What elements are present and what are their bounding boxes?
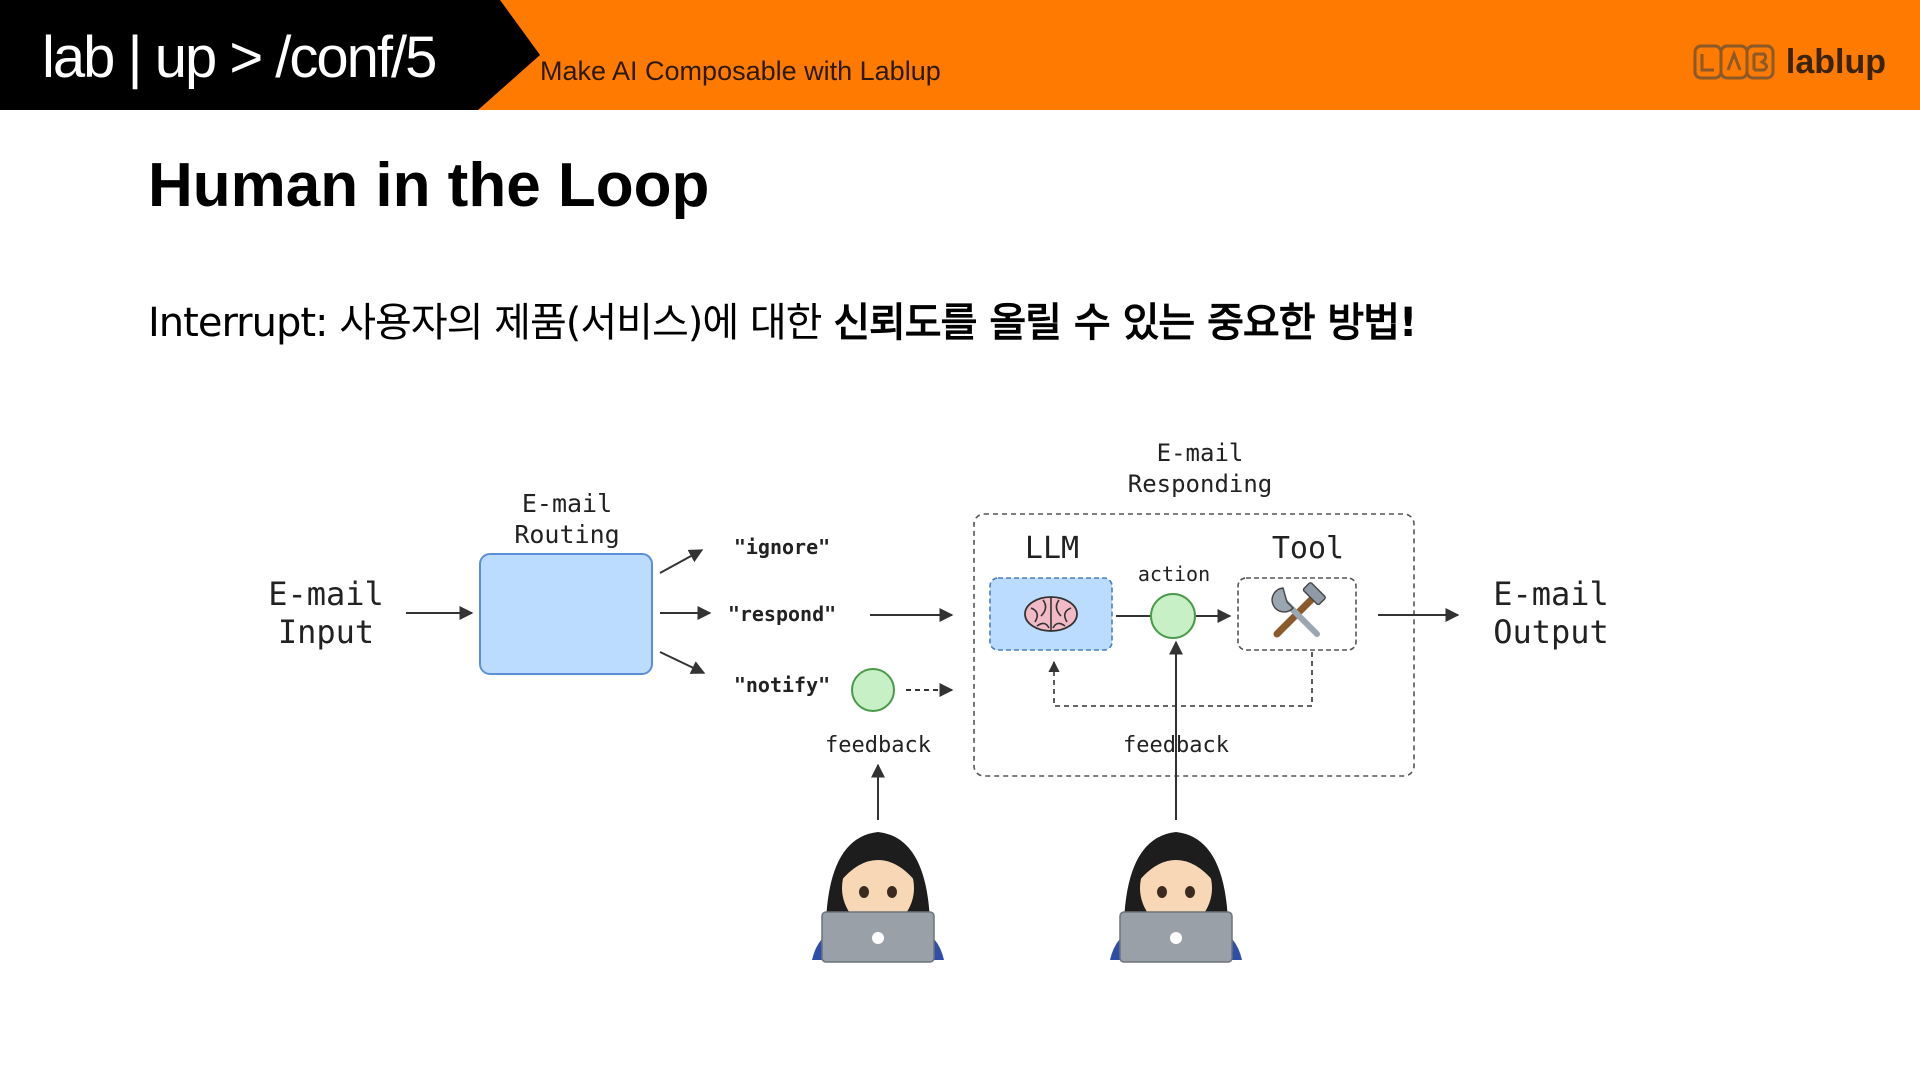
header-tagline: Make AI Composable with Lablup bbox=[540, 56, 941, 86]
human-in-the-loop-diagram: E-mail Input E-mail Routing "ignore" "re… bbox=[268, 439, 1609, 963]
lablup-logo-icon bbox=[1693, 44, 1775, 80]
subtitle-prefix: Interrupt: 사용자의 제품(서비스)에 대한 bbox=[148, 300, 834, 346]
feedback-left-label: feedback bbox=[825, 733, 931, 758]
header-brand-panel: lab | up > /conf/5 bbox=[0, 0, 540, 110]
responding-container bbox=[973, 513, 1415, 777]
notify-arrow bbox=[659, 651, 706, 674]
slide-title: Human in the Loop bbox=[148, 151, 710, 220]
brain-icon bbox=[1024, 596, 1078, 632]
person-at-laptop-icon bbox=[812, 832, 944, 963]
routing-label-line1: E-mail bbox=[522, 489, 612, 518]
route-ignore-label: "ignore" bbox=[734, 535, 830, 559]
action-label: action bbox=[1138, 562, 1210, 586]
route-notify-label: "notify" bbox=[734, 673, 830, 697]
lablup-logo: lablup bbox=[1692, 40, 1886, 84]
tools-icon bbox=[1271, 582, 1326, 638]
responding-label-line1: E-mail bbox=[1157, 439, 1244, 467]
logo-wordmark: lablup bbox=[1785, 42, 1886, 81]
action-node bbox=[1150, 593, 1196, 639]
llm-label: LLM bbox=[1025, 531, 1079, 566]
tool-to-llm-loop bbox=[1048, 652, 1313, 707]
notify-node bbox=[851, 668, 895, 712]
output-label-line2: Output bbox=[1493, 613, 1609, 651]
header-bar: lab | up > /conf/5 Make AI Composable wi… bbox=[0, 0, 1920, 110]
routing-label-line2: Routing bbox=[514, 520, 619, 549]
subtitle-emphasis: 신뢰도를 올릴 수 있는 중요한 방법! bbox=[833, 300, 1417, 346]
tool-label: Tool bbox=[1272, 531, 1344, 566]
ignore-arrow bbox=[659, 549, 704, 574]
route-respond-label: "respond" bbox=[728, 602, 836, 626]
slide-subtitle: Interrupt: 사용자의 제품(서비스)에 대한 신뢰도를 올릴 수 있는… bbox=[148, 290, 1417, 348]
output-label-line1: E-mail bbox=[1493, 575, 1609, 613]
person-at-laptop-icon bbox=[1110, 832, 1242, 963]
conference-brand: lab | up > /conf/5 bbox=[42, 25, 437, 90]
input-label-line1: E-mail bbox=[268, 575, 384, 613]
routing-box bbox=[479, 553, 653, 675]
responding-label-line2: Responding bbox=[1128, 470, 1273, 498]
input-label-line2: Input bbox=[278, 613, 374, 651]
